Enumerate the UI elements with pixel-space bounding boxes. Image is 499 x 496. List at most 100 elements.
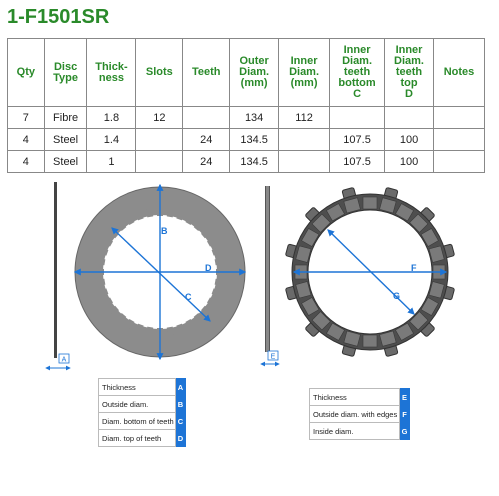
- table-cell: 7: [7, 106, 45, 129]
- table-cell: [432, 150, 486, 173]
- steel-tooth: [145, 326, 154, 336]
- steel-tooth: [103, 237, 114, 247]
- steel-tooth: [125, 215, 135, 226]
- fibre-pad: [395, 203, 414, 222]
- page-title: 1-F1501SR: [7, 6, 110, 28]
- fibre-pad: [311, 213, 331, 233]
- fibre-pad: [420, 228, 439, 247]
- legend-row: Thickness A: [98, 378, 186, 396]
- legend-label: Inside diam.: [309, 422, 400, 440]
- fibre-pad: [301, 297, 320, 316]
- table-cell: 107.5: [329, 150, 386, 173]
- legend-letter: E: [399, 388, 410, 406]
- fibre-pad: [343, 197, 361, 214]
- legend-label: Thickness: [98, 378, 176, 396]
- table-cell: 1.4: [86, 128, 137, 151]
- steel-tooth: [185, 215, 195, 226]
- fibre-pad: [379, 330, 397, 347]
- table-cell: 134.5: [229, 150, 280, 173]
- table-cell: 12: [135, 106, 184, 129]
- legend-row: Thickness E: [309, 388, 410, 406]
- steel-tooth: [166, 208, 175, 218]
- steel-tooth: [135, 210, 144, 221]
- fibre-pad: [343, 330, 361, 347]
- table-cell: [432, 128, 486, 151]
- col-header: Qty: [7, 38, 45, 107]
- steel-tooth: [135, 323, 144, 334]
- fibre-pad: [409, 311, 429, 331]
- steel-tooth: [214, 257, 224, 266]
- fibre-pad: [362, 196, 378, 210]
- table-cell: 100: [384, 128, 434, 151]
- legend-label: Diam. bottom of teeth: [98, 412, 176, 430]
- table-cell: 107.5: [329, 128, 386, 151]
- table-cell: 1: [86, 150, 137, 173]
- table-cell: [384, 106, 434, 129]
- table-cell: 112: [278, 106, 331, 129]
- fibre-pad: [326, 322, 345, 341]
- svg-text:E: E: [271, 354, 276, 361]
- col-header: Slots: [135, 38, 184, 107]
- fibre-pad: [295, 245, 312, 263]
- table-cell: [182, 106, 231, 129]
- steel-tooth: [103, 297, 114, 307]
- dimension-label-b: B: [161, 226, 168, 236]
- legend-row: Diam. top of teeth D: [98, 429, 186, 447]
- clutch-plate-diagram: A B C D E F G: [45, 182, 455, 371]
- fibre-legend: Thickness E Outside diam. with edges F I…: [309, 388, 410, 440]
- steel-tooth: [145, 208, 154, 218]
- table-cell: Steel: [43, 150, 88, 173]
- legend-letter: C: [175, 412, 186, 430]
- steel-tooth: [166, 326, 175, 336]
- steel-legend: Thickness A Outside diam. B Diam. bottom…: [98, 378, 186, 447]
- legend-letter: G: [399, 422, 410, 440]
- steel-tooth: [98, 247, 109, 256]
- svg-text:A: A: [62, 357, 67, 364]
- dimension-label-g: G: [393, 291, 400, 301]
- steel-tooth: [211, 288, 222, 297]
- fibre-pad: [301, 228, 320, 247]
- steel-tooth: [176, 210, 185, 221]
- legend-row: Inside diam. G: [309, 422, 410, 440]
- col-header: Thick-ness: [86, 38, 137, 107]
- col-header: Teeth: [182, 38, 231, 107]
- fibre-pad: [428, 281, 445, 299]
- table-cell: 4: [7, 128, 45, 151]
- fibre-pad: [362, 334, 378, 348]
- legend-row: Outside diam. with edges F: [309, 405, 410, 423]
- table-cell: [135, 128, 184, 151]
- legend-letter: F: [399, 405, 410, 423]
- steel-tooth: [211, 247, 222, 256]
- steel-tooth: [98, 288, 109, 297]
- table-cell: Steel: [43, 128, 88, 151]
- steel-tooth: [96, 278, 106, 287]
- table-cell: 134: [229, 106, 280, 129]
- dimension-label-a: A: [58, 353, 70, 364]
- steel-tooth: [214, 278, 224, 287]
- legend-letter: A: [175, 378, 186, 396]
- table-cell: [135, 150, 184, 173]
- steel-tooth: [96, 257, 106, 266]
- dimension-label-e: E: [267, 350, 279, 361]
- legend-row: Diam. bottom of teeth C: [98, 412, 186, 430]
- dimension-label-f: F: [411, 263, 417, 273]
- table-cell: 24: [182, 128, 231, 151]
- fibre-plate-side-view: [260, 186, 280, 367]
- legend-letter: B: [175, 395, 186, 413]
- table-cell: Fibre: [43, 106, 88, 129]
- fibre-pad: [409, 213, 429, 233]
- fibre-pad: [379, 197, 397, 214]
- table-cell: [329, 106, 386, 129]
- fibre-plate-face-view: [285, 187, 455, 357]
- fibre-pad: [311, 311, 331, 331]
- legend-label: Thickness: [309, 388, 400, 406]
- fibre-pad: [420, 297, 439, 316]
- legend-letter: D: [175, 429, 186, 447]
